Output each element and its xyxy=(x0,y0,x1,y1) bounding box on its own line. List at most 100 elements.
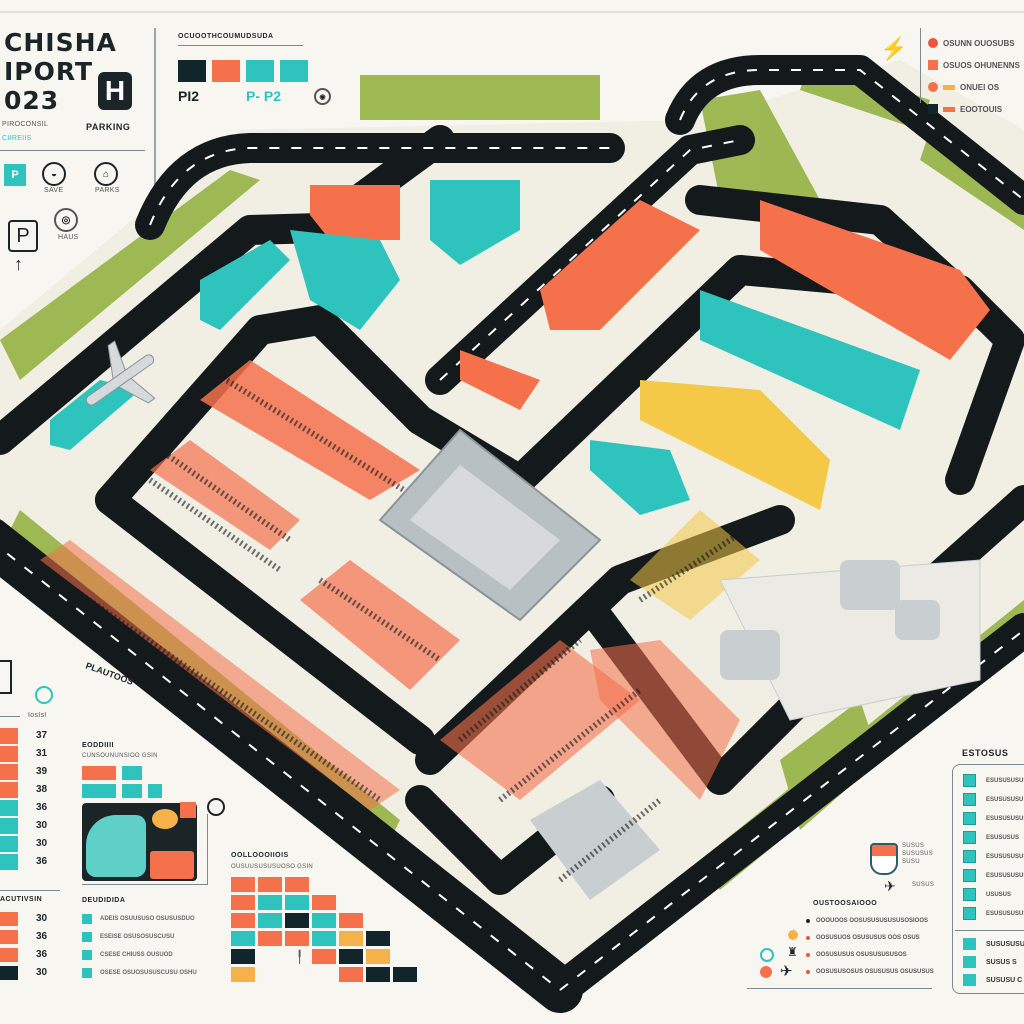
list-item-label: ADEIS OSUUSUSO OSUSUSDUO xyxy=(100,916,195,922)
lot-orange-horseshoe xyxy=(590,640,740,800)
mid-swatch xyxy=(122,784,142,798)
divider xyxy=(747,988,932,989)
terminal-building xyxy=(378,428,602,622)
legend-item: OOSUSUOS OSUSUSUS OOS OSUS xyxy=(806,935,920,941)
row-icon xyxy=(963,774,976,787)
legend-swatch xyxy=(928,60,938,70)
row-icon xyxy=(963,938,976,950)
lot-gray-pad-2 xyxy=(840,560,900,610)
tower-icon: ♜ xyxy=(787,945,798,959)
row-icon xyxy=(963,956,976,968)
title-line-1: CHISHA xyxy=(4,28,117,57)
swatch-dark xyxy=(178,60,206,82)
callout-icon xyxy=(207,798,225,816)
pin-icon xyxy=(760,948,774,962)
list-item: OSESE OSUOSUSUSCUSU OSHU xyxy=(82,968,197,978)
swatch-orange xyxy=(212,60,240,82)
list-item-icon xyxy=(82,950,92,960)
legend-swatch xyxy=(928,104,938,114)
legend-item-label: OOSUSUSUS OSUSUSUSUSOS xyxy=(816,952,907,958)
stat-bar xyxy=(0,930,18,944)
row-icon xyxy=(963,812,976,825)
grid-cell xyxy=(366,931,390,946)
grid-cell xyxy=(366,949,390,964)
grid-cell xyxy=(231,967,255,982)
row-label: ESUSUSUSUS xyxy=(986,777,1024,784)
legend-swatch-bar xyxy=(943,84,955,90)
car-icon: ◒ xyxy=(42,162,66,186)
grid-cell xyxy=(312,913,336,928)
row-icon xyxy=(963,850,976,863)
grid-cell xyxy=(231,877,255,892)
airport-title: CHISHA IPORT 023 xyxy=(4,28,117,115)
grid-cell xyxy=(339,931,363,946)
lane-markings xyxy=(0,69,1024,991)
stat-bar xyxy=(0,764,18,780)
title-line-3: 023 xyxy=(4,86,60,115)
parking-p-icon: P xyxy=(8,220,38,252)
location-icon-caption: HAUS xyxy=(58,234,79,241)
badge-caption-line: SUSU xyxy=(902,859,920,865)
grid-cell xyxy=(258,913,282,928)
badge-caption-line: SUSUSUS xyxy=(902,851,934,857)
stat-bar xyxy=(0,966,18,980)
stat-value: 30 xyxy=(36,913,48,924)
right-panel-row: ESUSUSUSUS xyxy=(963,907,1024,920)
stats-group-2-heading: ACUTIVSIN xyxy=(0,896,43,903)
stat-bar xyxy=(0,800,18,816)
grid-cell xyxy=(285,913,309,928)
grid-cell xyxy=(285,895,309,910)
stat-bar xyxy=(0,728,18,744)
subtitle-1: PIROCONSIL xyxy=(2,121,49,128)
grid-cell xyxy=(339,913,363,928)
location-pin-icon xyxy=(35,686,53,704)
row-icon xyxy=(963,907,976,920)
mid-swatch xyxy=(148,784,162,798)
list-item-icon xyxy=(82,968,92,978)
lot-teal-pond xyxy=(590,440,690,515)
row-label: USUSUS xyxy=(986,891,1012,898)
mid-list-heading: DEUDIDIDA xyxy=(82,897,126,904)
lot-teal-east xyxy=(700,290,920,430)
road-main-south xyxy=(0,519,583,1013)
divider xyxy=(955,930,1024,931)
row-icon xyxy=(963,793,976,806)
list-item: CSESE CHIUSS OUSUOD xyxy=(82,950,173,960)
lot-orange-east xyxy=(760,200,990,360)
list-item-icon xyxy=(82,932,92,942)
grid-cell xyxy=(312,895,336,910)
legend-item-label: OSUOS OHUNENNS xyxy=(943,60,1020,70)
divider xyxy=(178,45,303,46)
legend-item: OSUOS OHUNENNS xyxy=(928,54,1020,76)
right-panel-row: ESUSUSUSUS xyxy=(963,869,1024,882)
grid-cell xyxy=(339,967,363,982)
mid-panel-subheading: CUNSOUNUNSIOO GSIN xyxy=(82,753,158,759)
right-panel-footer-row: SUSUSU C xyxy=(963,974,1022,986)
grid-cell xyxy=(231,949,255,964)
legend-swatch-bar xyxy=(943,106,955,112)
grid-cell xyxy=(285,931,309,946)
grid-panel-subheading: OUSUUSUSUSUOSO GSIN xyxy=(231,864,314,870)
p-badge-icon: P xyxy=(4,164,26,186)
row-icon xyxy=(963,869,976,882)
road-upper-left xyxy=(0,125,455,455)
shield-badge-icon xyxy=(870,843,898,875)
right-panel-row: ESUSUSUSUS xyxy=(963,774,1024,787)
right-panel-row: ESUSUSUSUS xyxy=(963,812,1024,825)
bullet-icon xyxy=(806,919,810,923)
row-label: SUSUSUSU xyxy=(986,940,1024,948)
vehicle-illustration xyxy=(82,803,197,881)
legend-item-label: ONUEI OS xyxy=(960,82,1000,92)
grid-cell xyxy=(312,949,336,964)
legend-item: OOSUSUSUS OSUSUSUSUSOS xyxy=(806,952,907,958)
bullet-icon xyxy=(806,970,810,974)
stat-value: 31 xyxy=(36,748,48,759)
mid-swatch xyxy=(82,784,116,798)
grid-cell xyxy=(366,967,390,982)
badge-caption-line: SUSUS xyxy=(902,843,925,849)
title-line-2: IPORT xyxy=(4,57,94,86)
right-panel-footer-row: SUSUSUSU xyxy=(963,938,1024,950)
row-label: SUSUS S xyxy=(986,958,1017,966)
divider xyxy=(82,884,208,885)
swatch-teal-2 xyxy=(280,60,308,82)
